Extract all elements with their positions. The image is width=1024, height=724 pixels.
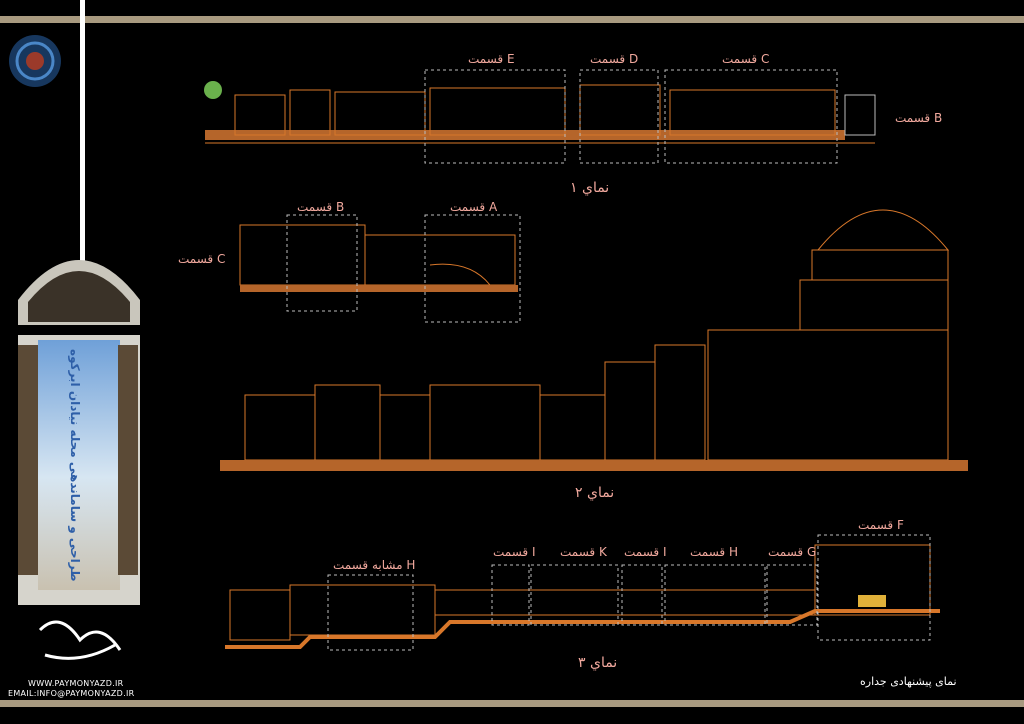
label-section-i-1: قسمت I <box>493 545 536 559</box>
project-title-vertical: طراحی و ساماندهی محله نیادان ابرکوه <box>68 348 82 582</box>
section-view-ba <box>239 214 521 323</box>
label-section-i-2: قسمت I <box>624 545 667 559</box>
label-section-c-top: قسمت C <box>722 52 770 66</box>
view-1-title: نماي ١ <box>570 180 610 196</box>
label-section-b-mid: قسمت B <box>297 200 345 214</box>
right-shutter <box>118 345 138 575</box>
left-shutter <box>18 345 38 575</box>
label-section-h: قسمت H <box>690 545 739 559</box>
label-section-c-left: قسمت C <box>178 252 226 266</box>
label-similar-section-h: مشابه قسمت H <box>333 558 416 572</box>
label-section-g: قسمت G <box>768 545 817 559</box>
elevation-view-1 <box>204 69 876 164</box>
white-vertical-line <box>80 0 85 270</box>
label-section-f: قسمت F <box>858 518 904 532</box>
elevation-view-2 <box>220 209 968 471</box>
proposed-wall-elevation-label: نمای پیشنهادی جداره <box>860 675 957 688</box>
window-sky-view <box>38 340 120 590</box>
label-section-e: قسمت E <box>468 52 515 66</box>
label-section-k: قسمت K <box>560 545 607 559</box>
arched-window-ornament <box>18 260 140 325</box>
view-2-title: نماي ٢ <box>575 485 615 501</box>
bottom-border-band <box>0 700 1024 707</box>
email-text: EMAIL:INFO@PAYMONYAZD.IR <box>8 689 135 698</box>
view-3-title: نماي ٣ <box>578 655 618 671</box>
label-section-d: قسمت D <box>590 52 639 66</box>
emblem-logo <box>9 35 61 87</box>
top-border-band <box>0 16 1024 23</box>
website-text: WWW.PAYMONYAZD.IR <box>28 679 124 688</box>
elevation-view-3 <box>225 534 940 651</box>
label-section-b-right: قسمت B <box>895 111 943 125</box>
signature-logo <box>38 620 122 660</box>
label-section-a-mid: قسمت A <box>450 200 498 214</box>
